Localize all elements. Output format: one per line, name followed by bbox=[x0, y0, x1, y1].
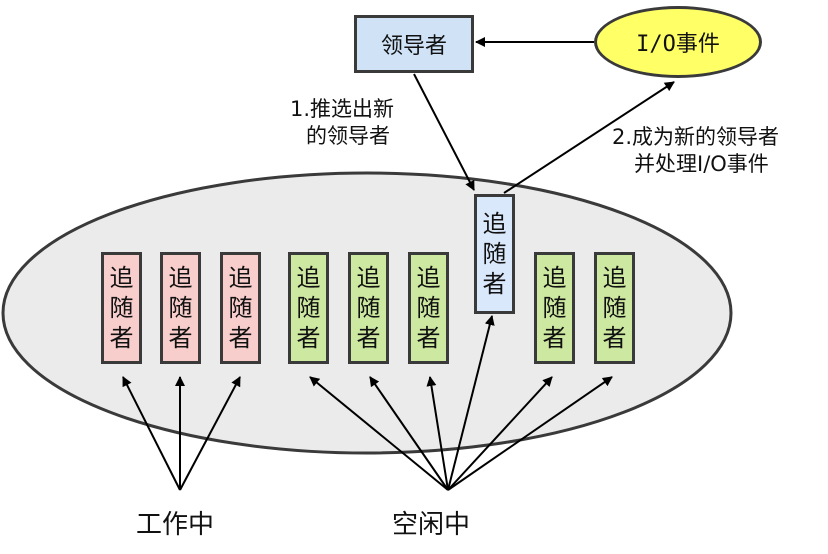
step1-line1: 1.推选出新 bbox=[290, 97, 395, 121]
follower-char: 追 bbox=[602, 264, 627, 292]
follower-char: 追 bbox=[416, 264, 441, 292]
follower-char: 随 bbox=[356, 294, 381, 322]
follower-working-3: 追 随 者 bbox=[220, 252, 261, 364]
follower-working-1: 追 随 者 bbox=[101, 252, 142, 364]
follower-char: 者 bbox=[168, 324, 193, 352]
arrow-idle-6 bbox=[447, 376, 613, 491]
follower-char: 者 bbox=[416, 324, 441, 352]
arrow-leader-to-follower bbox=[413, 73, 475, 191]
group-idle-label: 空闲中 bbox=[392, 510, 471, 540]
follower-idle-3: 追 随 者 bbox=[408, 252, 449, 364]
step2-line1: 2.成为新的领导者 bbox=[612, 125, 780, 149]
follower-char: 追 bbox=[356, 264, 381, 292]
follower-char: 随 bbox=[168, 294, 193, 322]
step1-label: 1.推选出新 的领导者 bbox=[290, 96, 394, 150]
follower-char: 随 bbox=[109, 294, 134, 322]
follower-char: 追 bbox=[482, 210, 507, 238]
follower-char: 随 bbox=[542, 294, 567, 322]
follower-idle-4: 追 随 者 bbox=[534, 252, 575, 364]
follower-idle-5: 追 随 者 bbox=[594, 252, 635, 364]
follower-char: 随 bbox=[602, 294, 627, 322]
arrow-idle-1 bbox=[309, 376, 449, 491]
arrow-idle-3 bbox=[426, 376, 449, 491]
follower-char: 追 bbox=[228, 264, 253, 292]
follower-char: 随 bbox=[228, 294, 253, 322]
follower-char: 者 bbox=[296, 324, 321, 352]
group-working-label: 工作中 bbox=[136, 510, 215, 540]
step2-label: 2.成为新的领导者 并处理I/O事件 bbox=[612, 124, 779, 178]
follower-char: 者 bbox=[602, 324, 627, 352]
follower-char: 者 bbox=[228, 324, 253, 352]
leader-box: 领导者 bbox=[354, 15, 474, 73]
follower-char: 随 bbox=[482, 240, 507, 268]
follower-char: 追 bbox=[296, 264, 321, 292]
arrow-idle-4 bbox=[447, 315, 495, 491]
follower-idle-2: 追 随 者 bbox=[348, 252, 389, 364]
follower-char: 者 bbox=[356, 324, 381, 352]
follower-char: 追 bbox=[542, 264, 567, 292]
follower-idle-1: 追 随 者 bbox=[288, 252, 329, 364]
arrow-idle-5 bbox=[447, 376, 553, 491]
follower-char: 追 bbox=[109, 264, 134, 292]
arrow-working-3 bbox=[179, 376, 241, 491]
step2-line2: 并处理I/O事件 bbox=[634, 152, 769, 176]
arrow-follower-to-io bbox=[503, 81, 675, 194]
leader-label: 领导者 bbox=[380, 34, 447, 59]
follower-promoted: 追 随 者 bbox=[474, 194, 515, 314]
arrow-idle-2 bbox=[369, 376, 449, 491]
follower-working-2: 追 随 者 bbox=[160, 252, 201, 364]
io-event-ellipse: I/O事件 bbox=[594, 6, 762, 78]
follower-char: 追 bbox=[168, 264, 193, 292]
arrow-working-1 bbox=[122, 376, 181, 491]
follower-char: 随 bbox=[416, 294, 441, 322]
follower-char: 者 bbox=[482, 270, 507, 298]
follower-char: 者 bbox=[542, 324, 567, 352]
follower-char: 者 bbox=[109, 324, 134, 352]
step1-line2: 的领导者 bbox=[306, 124, 390, 148]
io-event-label: I/O事件 bbox=[636, 32, 720, 57]
follower-char: 随 bbox=[296, 294, 321, 322]
